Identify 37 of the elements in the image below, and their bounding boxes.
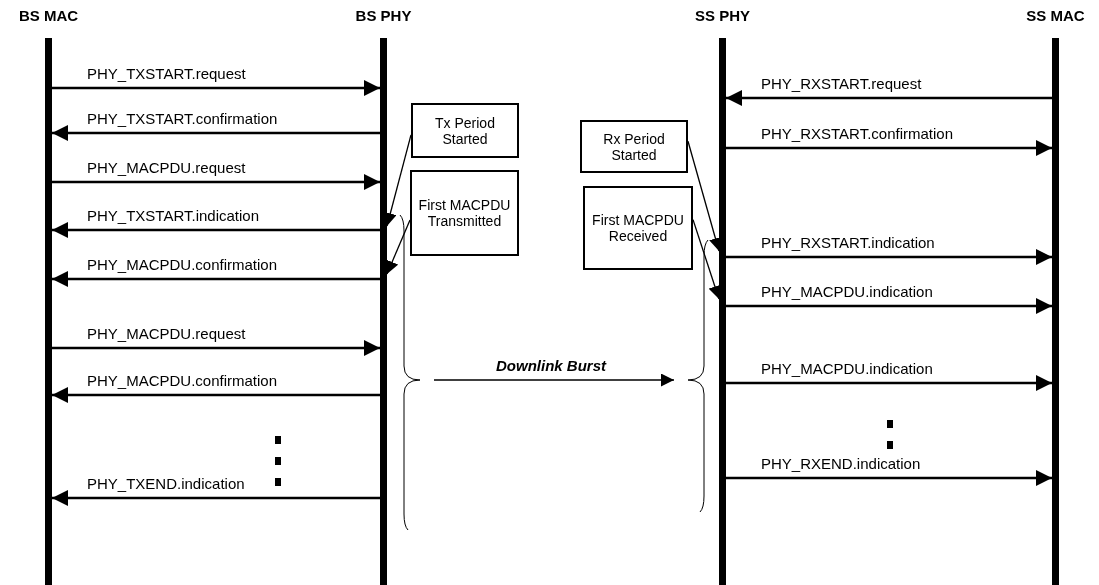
message-arrow: [726, 298, 1052, 314]
annotation-box: Rx Period Started: [580, 120, 688, 173]
message-arrow: [52, 125, 380, 141]
message-arrow: [52, 80, 380, 96]
curly-brace: [686, 240, 710, 512]
message-arrow: [726, 375, 1052, 391]
edge-label: PHY_MACPDU.indication: [759, 360, 935, 378]
edge-label: PHY_RXEND.indication: [759, 455, 923, 473]
lifeline-heading: BS PHY: [355, 7, 412, 24]
message-arrow: [52, 174, 380, 190]
message-arrow: [52, 387, 380, 403]
edge-label: PHY_TXSTART.indication: [85, 207, 262, 225]
curly-brace: [398, 215, 422, 530]
message-arrow: [52, 340, 380, 356]
message-arrow: [52, 271, 380, 287]
annotation-box: First MACPDU Transmitted: [410, 170, 519, 256]
message-arrow: [726, 90, 1052, 106]
edge-label: PHY_MACPDU.indication: [759, 283, 935, 301]
edge-label: PHY_MACPDU.confirmation: [85, 372, 280, 390]
edge-label: PHY_RXSTART.indication: [759, 234, 937, 252]
leader-arrow: [384, 134, 412, 227]
leader-arrow: [386, 219, 411, 275]
message-arrow: [726, 140, 1052, 156]
message-arrow: [52, 222, 380, 238]
edge-label: PHY_TXSTART.confirmation: [85, 110, 280, 128]
message-arrow: [726, 249, 1052, 265]
message-arrow: [726, 470, 1052, 486]
edge-label: PHY_RXSTART.confirmation: [759, 125, 955, 143]
annotation-box: First MACPDU Received: [583, 186, 693, 270]
edge-label: PHY_TXEND.indication: [85, 475, 247, 493]
arrow: [433, 373, 675, 387]
annotation-box: Tx Period Started: [411, 103, 519, 158]
lifeline-heading: SS MAC: [1026, 7, 1085, 24]
message-arrow: [52, 490, 380, 506]
lifeline-heading: BS MAC: [18, 7, 79, 24]
edge-label: PHY_MACPDU.confirmation: [85, 256, 280, 274]
lifeline-heading: SS PHY: [695, 7, 750, 24]
